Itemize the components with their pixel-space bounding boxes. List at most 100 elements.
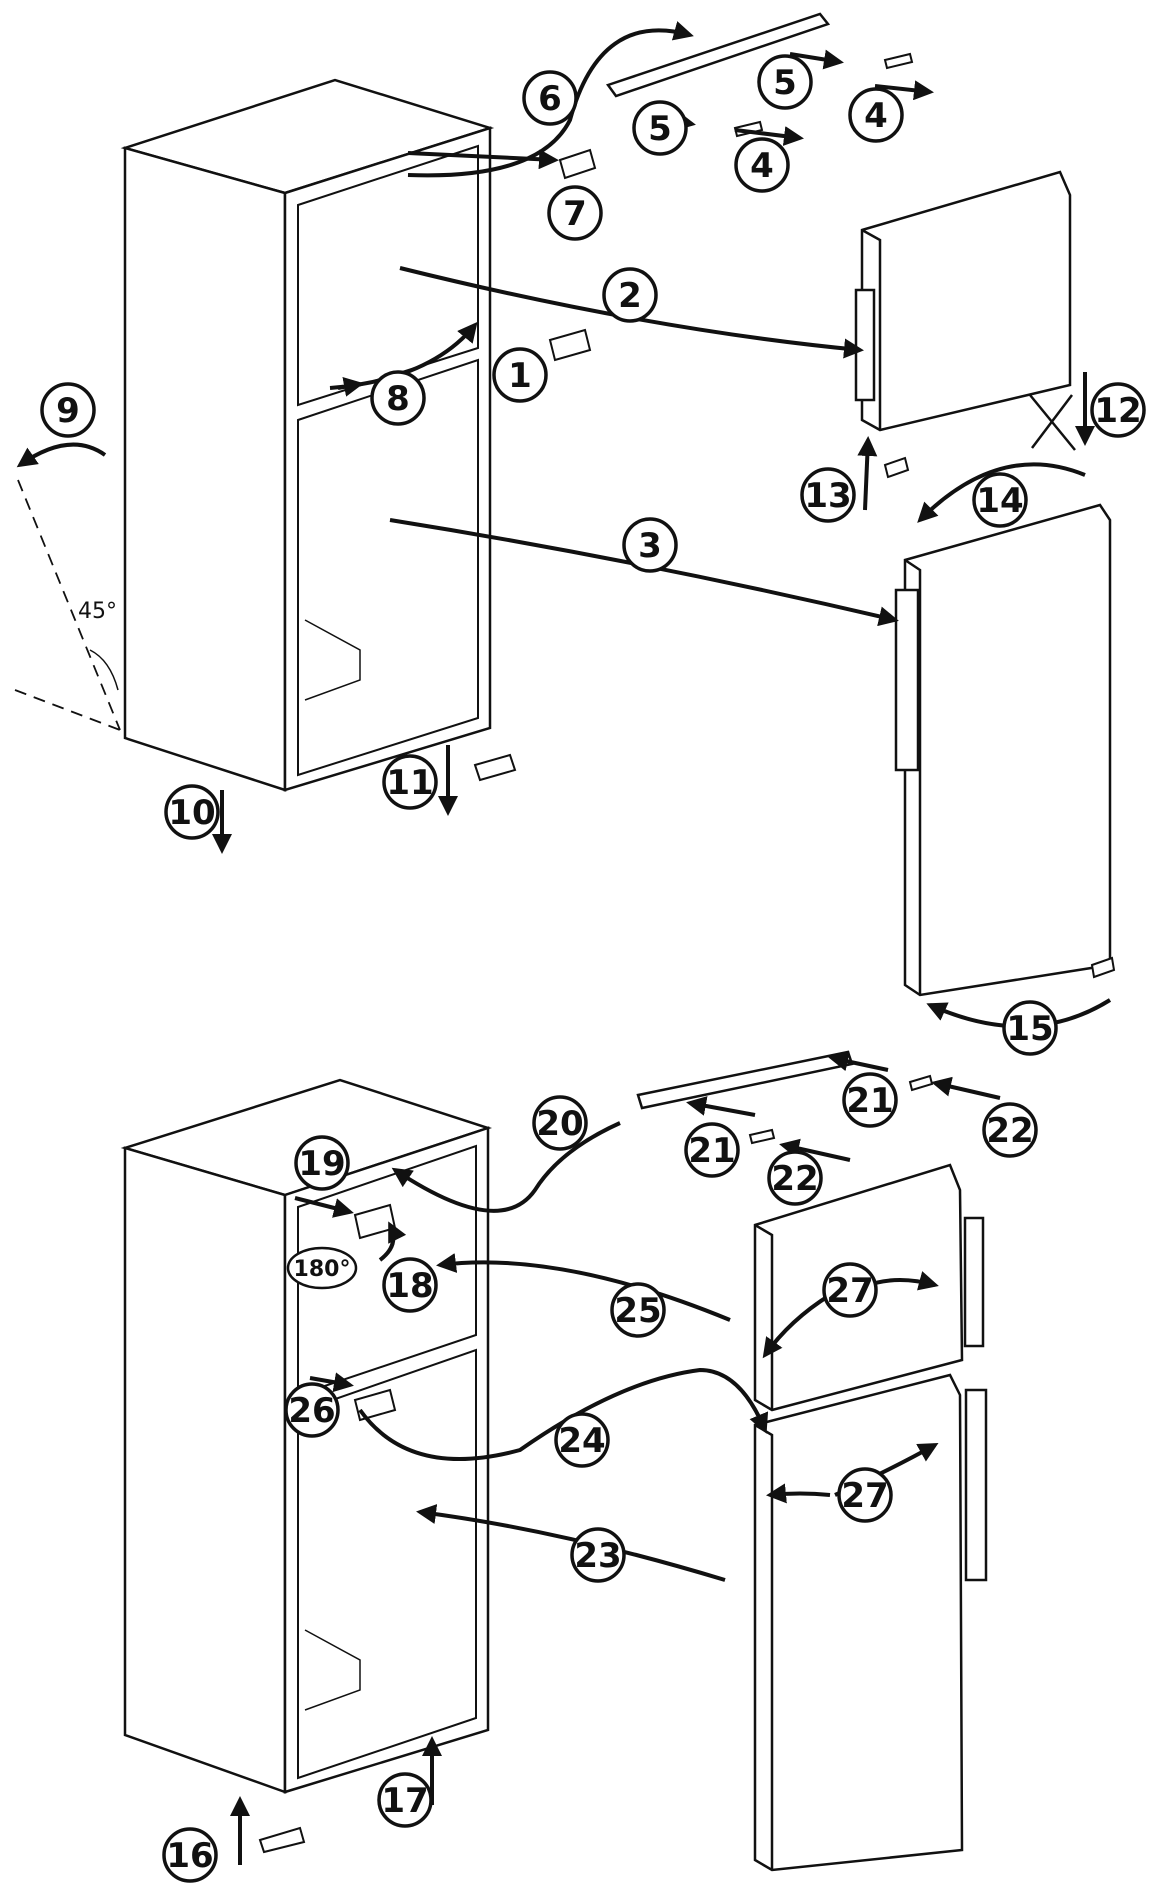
- step-label-19: 19: [294, 1135, 350, 1191]
- step-label-10: 10: [164, 784, 220, 840]
- step-label-circle: [622, 517, 678, 573]
- hinge-cover-bar-top: [605, 12, 831, 98]
- step-label-3: 3: [622, 517, 678, 573]
- step-label-text: 11: [386, 763, 433, 803]
- step-label-circle: [382, 1257, 438, 1313]
- step-label-text: 10: [168, 793, 215, 833]
- tilt-guide: [14, 479, 121, 731]
- tilt-angle-label: 45°: [78, 599, 117, 624]
- step-label-circle: [547, 185, 603, 241]
- step-label-circle: [162, 1827, 218, 1883]
- step-label-circle: [492, 347, 548, 403]
- step-label-text: 6: [538, 79, 562, 119]
- step-label-text: 1: [508, 356, 532, 396]
- step-label-24: 24: [554, 1412, 610, 1468]
- step-label-circle: [40, 382, 96, 438]
- step-label-7: 7: [547, 185, 603, 241]
- step-label-circle: [602, 267, 658, 323]
- step-label-text: 16: [166, 1836, 213, 1876]
- step-label-13: 13: [800, 467, 856, 523]
- step-label-circle: [800, 467, 856, 523]
- step-label-circle: [848, 87, 904, 143]
- step-label-5: 5: [632, 100, 688, 156]
- step-label-text: 20: [536, 1104, 583, 1144]
- step-label-text: 9: [56, 391, 80, 431]
- arrows-bottom: [230, 1051, 1001, 1865]
- step-label-text: 22: [986, 1111, 1033, 1151]
- freezer-door-top: [854, 170, 1072, 432]
- step-label-circle: [554, 1412, 610, 1468]
- step-label-text: 23: [574, 1536, 621, 1576]
- step-label-circle: [570, 1527, 626, 1583]
- step-label-14: 14: [972, 472, 1028, 528]
- step-label-5: 5: [757, 54, 813, 110]
- step-label-text: 19: [298, 1144, 345, 1184]
- small-parts-top: [548, 52, 914, 362]
- step-label-8: 8: [370, 370, 426, 426]
- step-label-circle: [1002, 1000, 1058, 1056]
- hinge-cover-bar-bottom: [636, 1050, 854, 1110]
- tilt-angle-arc: [89, 649, 119, 691]
- step-label-text: 21: [846, 1081, 893, 1121]
- bottom-cabinet: [120, 1078, 493, 1794]
- step-label-21: 21: [842, 1072, 898, 1128]
- step-label-circle: [532, 1095, 588, 1151]
- step-label-circle: [837, 1467, 893, 1523]
- arrows-top: [16, 21, 1112, 1029]
- step-label-circle: [1090, 382, 1146, 438]
- step-label-circle: [522, 70, 578, 126]
- step-label-1: 1: [492, 347, 548, 403]
- step-label-circle: [377, 1772, 433, 1828]
- no-tool-icon: [1029, 394, 1076, 451]
- step-label-text: 18: [386, 1266, 433, 1306]
- step-label-27: 27: [837, 1467, 893, 1523]
- step-label-text: 3: [638, 526, 662, 566]
- step-label-circle: [370, 370, 426, 426]
- step-label-26: 26: [284, 1382, 340, 1438]
- step-label-circle: [757, 54, 813, 110]
- step-label-circle: [294, 1135, 350, 1191]
- step-label-circle: [164, 784, 220, 840]
- step-label-text: 27: [826, 1271, 873, 1311]
- step-label-15: 15: [1002, 1000, 1058, 1056]
- step-label-text: 15: [1006, 1009, 1053, 1049]
- step-label-text: 8: [386, 379, 410, 419]
- rotate-angle-ring: [286, 1246, 358, 1290]
- step-label-circle: [972, 472, 1028, 528]
- step-label-circle: [632, 100, 688, 156]
- step-label-text: 13: [804, 476, 851, 516]
- step-label-4: 4: [734, 137, 790, 193]
- rotate-angle-label: 180°: [294, 1257, 351, 1282]
- step-label-circle: [842, 1072, 898, 1128]
- step-label-22: 22: [982, 1102, 1038, 1158]
- step-label-circle: [734, 137, 790, 193]
- step-label-circle: [767, 1150, 823, 1206]
- step-label-11: 11: [382, 754, 438, 810]
- step-label-text: 5: [773, 63, 797, 103]
- step-label-20: 20: [532, 1095, 588, 1151]
- step-label-text: 22: [771, 1159, 818, 1199]
- step-label-text: 2: [618, 276, 642, 316]
- step-label-2: 2: [602, 267, 658, 323]
- step-label-text: 4: [864, 96, 888, 136]
- fridge-door-top: [894, 503, 1112, 997]
- step-label-circle: [382, 754, 438, 810]
- step-label-circle: [284, 1382, 340, 1438]
- step-label-4: 4: [848, 87, 904, 143]
- step-label-circle: [684, 1122, 740, 1178]
- step-label-text: 27: [841, 1476, 888, 1516]
- step-label-text: 4: [750, 146, 774, 186]
- step-label-21: 21: [684, 1122, 740, 1178]
- step-label-circle: [982, 1102, 1038, 1158]
- step-label-9: 9: [40, 382, 96, 438]
- step-label-text: 7: [563, 194, 587, 234]
- step-label-27: 27: [822, 1262, 878, 1318]
- step-label-text: 21: [688, 1131, 735, 1171]
- step-label-text: 24: [558, 1421, 605, 1461]
- step-label-25: 25: [610, 1282, 666, 1338]
- step-label-6: 6: [522, 70, 578, 126]
- step-label-circle: [610, 1282, 666, 1338]
- step-label-text: 5: [648, 109, 672, 149]
- step-label-16: 16: [162, 1827, 218, 1883]
